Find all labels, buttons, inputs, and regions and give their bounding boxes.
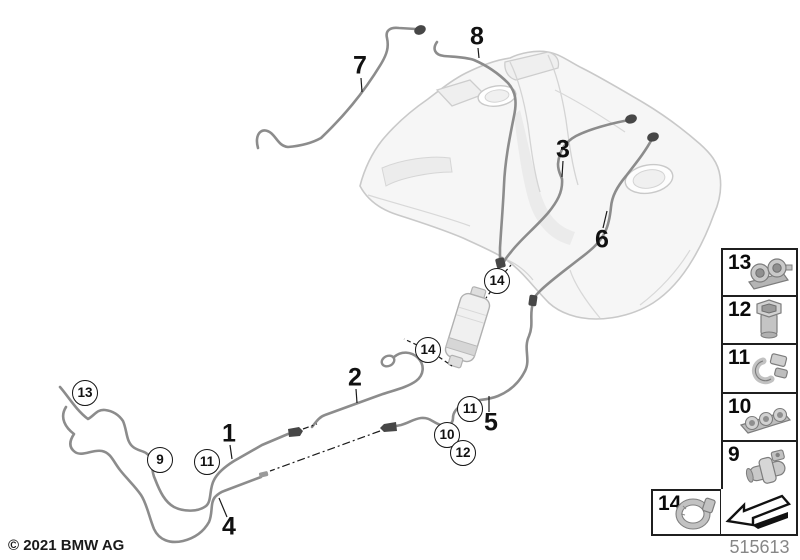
legend-item-13[interactable]: 13 xyxy=(721,248,798,297)
line-1-quick-connector xyxy=(288,427,303,437)
legend-item-14[interactable]: 14 xyxy=(651,489,722,536)
fuel-line-2 xyxy=(310,351,424,429)
callout-1[interactable]: 1 xyxy=(222,419,236,448)
line-7-connector xyxy=(414,25,426,35)
legend-label-10: 10 xyxy=(728,395,752,418)
callout-4[interactable]: 4 xyxy=(222,512,236,541)
multi-pipe-clamp-icon xyxy=(739,407,792,434)
legend-label-11: 11 xyxy=(728,346,751,369)
legend-item-9[interactable]: 9 xyxy=(721,442,798,491)
alignment-axis-long xyxy=(269,430,381,472)
callout-circled-11-left[interactable]: 11 xyxy=(194,449,220,475)
callout-circled-13[interactable]: 13 xyxy=(72,380,98,406)
callout-circled-9[interactable]: 9 xyxy=(147,447,173,473)
callout-circled-11-right[interactable]: 11 xyxy=(457,396,483,422)
line-2-eyelet-ring xyxy=(380,354,396,368)
filler-opening-left xyxy=(477,85,517,107)
copyright-text: © 2021 BMW AG xyxy=(8,537,125,554)
direction-arrow-icon xyxy=(725,494,792,529)
fuel-tank xyxy=(359,50,722,320)
fuel-line-7 xyxy=(255,26,418,150)
callout-circled-14-lower[interactable]: 14 xyxy=(415,337,441,363)
fuel-line-8 xyxy=(433,40,517,262)
callout-circled-14-upper[interactable]: 14 xyxy=(484,268,510,294)
filler-opening-right xyxy=(624,163,674,195)
callout-8[interactable]: 8 xyxy=(470,22,484,51)
fuel-filter xyxy=(444,286,491,369)
line-6-connector xyxy=(647,132,659,142)
callout-6[interactable]: 6 xyxy=(595,225,609,254)
fuel-line-4 xyxy=(61,405,263,544)
line-4-end-fitting xyxy=(258,471,269,478)
legend-item-10[interactable]: 10 xyxy=(721,394,798,442)
callout-circled-12[interactable]: 12 xyxy=(450,440,476,466)
legend-label-12: 12 xyxy=(728,298,752,321)
tank-fitting-a xyxy=(495,257,506,269)
callout-7[interactable]: 7 xyxy=(353,51,367,80)
legend-label-14: 14 xyxy=(658,492,682,515)
alignment-axis-short xyxy=(302,423,318,430)
fuel-line-6 xyxy=(531,137,654,303)
legend-label-9: 9 xyxy=(728,443,740,466)
pipe-clip-icon xyxy=(751,353,788,385)
pipe-holder-icon xyxy=(745,449,786,484)
fuel-line-3 xyxy=(501,118,631,268)
diagram-number: 515613 xyxy=(729,537,790,557)
callout-2[interactable]: 2 xyxy=(348,363,362,392)
legend-item-direction[interactable] xyxy=(721,489,798,536)
legend-label-13: 13 xyxy=(728,251,752,274)
line-3-connector xyxy=(625,114,637,124)
line-5-quick-connector xyxy=(380,422,397,432)
legend-item-11[interactable]: 11 xyxy=(721,345,798,394)
leader-lines xyxy=(218,47,608,518)
pipe-connectors xyxy=(258,25,659,478)
tank-fitting-b xyxy=(528,294,538,307)
hose-clamp-icon xyxy=(675,497,716,530)
callout-5[interactable]: 5 xyxy=(484,408,498,437)
double-pipe-clamp-icon xyxy=(748,258,793,290)
callout-3[interactable]: 3 xyxy=(556,135,570,164)
cap-nut-icon xyxy=(756,299,782,339)
fuel-line-1 xyxy=(58,385,290,512)
legend-item-12[interactable]: 12 xyxy=(721,297,798,345)
